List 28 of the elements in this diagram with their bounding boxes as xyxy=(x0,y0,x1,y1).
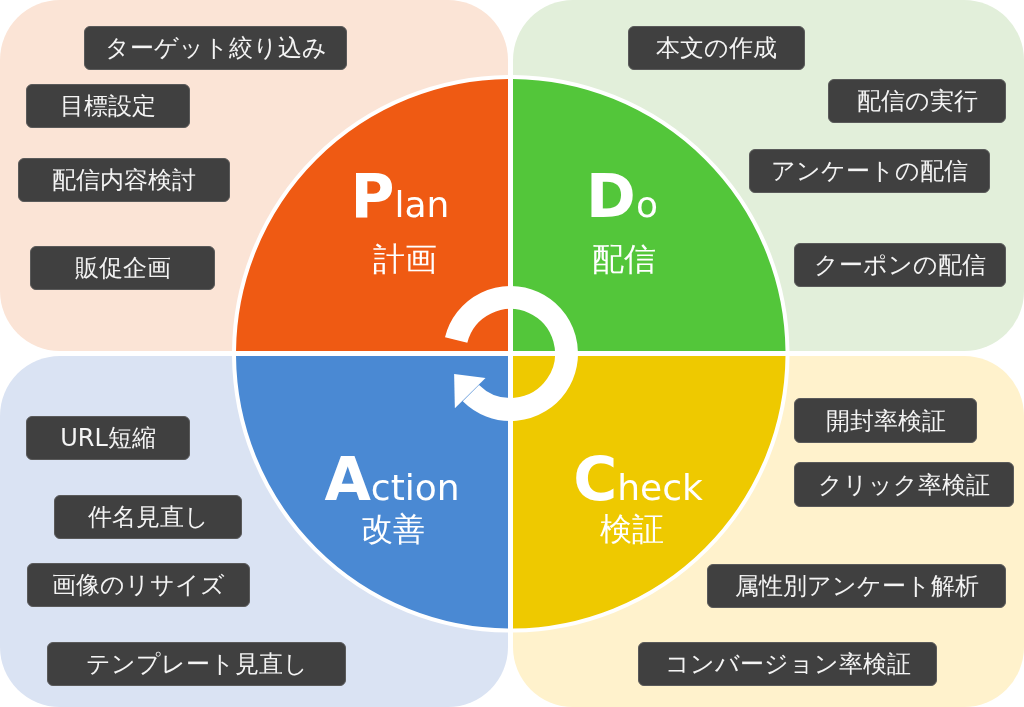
quadrant-label: 検証 xyxy=(600,511,664,547)
task-box: アンケートの配信 xyxy=(749,149,990,193)
rounded-panel xyxy=(513,0,1024,351)
task-box: コンバージョン率検証 xyxy=(638,642,937,686)
quadrant-sector xyxy=(231,356,508,633)
task-box: 目標設定 xyxy=(26,84,190,128)
task-box: テンプレート見直し xyxy=(47,642,346,686)
quadrant-title: Action xyxy=(324,449,460,514)
quadrant-title: Plan xyxy=(350,166,450,233)
task-box: クーポンの配信 xyxy=(794,243,1006,287)
task-box: ターゲット絞り込み xyxy=(84,26,347,70)
quadrant-label: 改善 xyxy=(361,511,425,547)
task-box: 画像のリサイズ xyxy=(27,563,250,607)
task-box: 販促企画 xyxy=(30,246,215,290)
task-box: 件名見直し xyxy=(54,495,242,539)
quadrant-title: Do xyxy=(586,166,658,233)
task-box: 配信内容検討 xyxy=(18,158,230,202)
task-box: クリック率検証 xyxy=(794,462,1014,507)
task-box: 配信の実行 xyxy=(828,79,1006,123)
task-box: URL短縮 xyxy=(26,416,190,460)
quadrant-label: 配信 xyxy=(592,241,656,277)
task-box: 開封率検証 xyxy=(794,398,977,443)
quadrant-sector xyxy=(231,74,508,351)
quadrant-title: Check xyxy=(573,449,703,514)
task-box: 属性別アンケート解析 xyxy=(707,564,1006,608)
task-box: 本文の作成 xyxy=(628,26,805,70)
quadrant-label: 計画 xyxy=(373,241,437,277)
rounded-panel xyxy=(0,0,508,351)
